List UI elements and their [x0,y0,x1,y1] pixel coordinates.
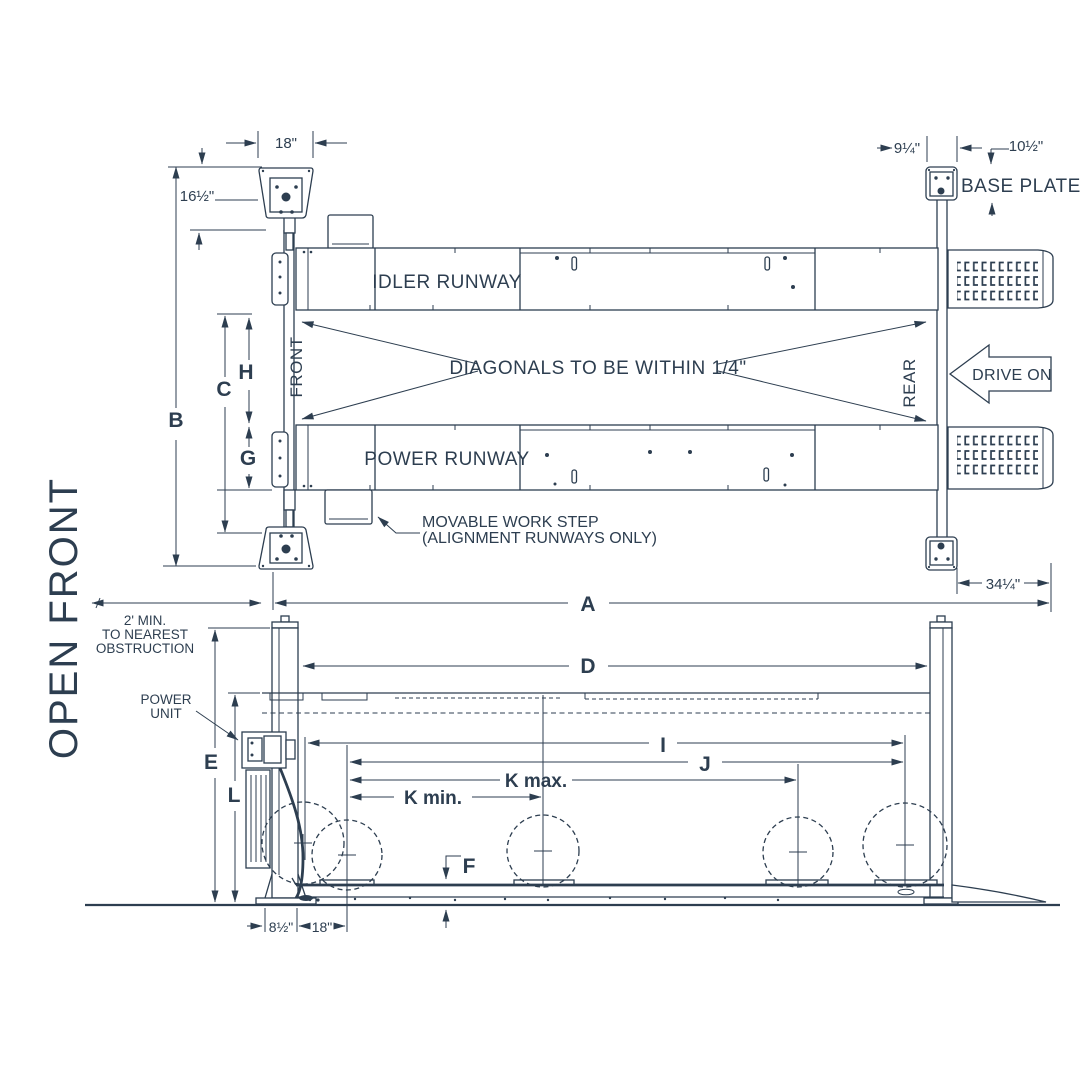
rear-ramp-top [947,249,1054,309]
power-work-step [324,489,373,525]
dim-front-column-depth: 16½" [180,148,215,250]
power-unit [241,731,320,902]
dim-B: B [168,166,184,567]
idler-runway-label: IDLER RUNWAY [372,272,522,293]
dim-rear-overhang: 34¼" [956,563,1052,612]
dim-D-label: D [580,655,595,678]
dim-A-label: A [580,593,595,616]
dim-K-max-label: K max. [505,771,567,792]
idler-runway-details [302,248,881,310]
power-unit-label-line1: POWER [140,692,191,707]
obstruction-note-line3: OBSTRUCTION [96,641,194,656]
dim-J: J [349,753,904,776]
hydraulic-hose [278,767,305,899]
dim-L: L [228,694,241,903]
base-plate-label: BASE PLATE [961,176,1081,197]
power-runway: POWER RUNWAY [295,424,939,525]
front-label: FRONT [287,336,306,397]
power-unit-callout: POWER UNIT [140,692,239,741]
dim-C: C [216,315,232,533]
diagonals-callout: DIAGONALS TO BE WITHIN 1/4" [301,320,927,422]
dim-J-label: J [699,753,711,776]
dim-K-min: K min. [349,788,542,809]
dim-K-min-label: K min. [404,788,462,809]
vehicle-wheels [261,801,948,891]
runway-lowered-deck [291,877,944,898]
dim-E-label: E [204,751,218,774]
elevation-view: 2' MIN. TO NEAREST OBSTRUCTION [85,597,1060,935]
front-base-plate-top [258,167,314,219]
dim-F: F [442,855,476,928]
dim-I-label: I [660,734,666,757]
front-base-plate-bottom [258,526,314,570]
dim-H-label: H [238,361,253,384]
dim-F-label: F [463,855,476,878]
diagonals-note: DIAGONALS TO BE WITHIN 1/4" [449,358,746,379]
dim-E: E [204,629,219,903]
rear-approach-ramp [951,884,1047,903]
dim-K-max: K max. [349,771,797,792]
work-step-note: MOVABLE WORK STEP (ALIGNMENT RUNWAYS ONL… [377,514,657,547]
power-runway-details [302,425,881,490]
dim-base-offset-label: 8½" [269,919,293,935]
power-unit-label-line2: UNIT [150,706,182,721]
idler-runway: IDLER RUNWAY [295,214,939,311]
rear-base-plate-top [925,166,958,201]
work-step-note-line1: MOVABLE WORK STEP [422,514,599,531]
drive-on-label: DRIVE ON [972,367,1052,384]
rear-label: REAR [900,358,919,407]
dim-wheel-offset-label: 18" [312,919,333,935]
dim-G: G [240,426,256,489]
rear-column-elevation [923,615,1047,905]
dim-D: D [302,655,928,678]
drive-on-arrow: DRIVE ON [948,343,1052,405]
dim-base-offsets: 8½" 18" [247,919,346,935]
power-runway-label: POWER RUNWAY [364,449,529,470]
dim-G-label: G [240,447,256,470]
dim-front-column-width-label: 18" [275,135,297,152]
dim-A: A [272,572,1050,616]
dim-front-column-depth-label: 16½" [180,188,215,205]
dim-I: I [307,734,904,757]
elevation-extension-lines [208,627,906,932]
dim-front-clearance: 2' MIN. TO NEAREST OBSTRUCTION [91,597,262,656]
front-column-stubs [283,216,296,528]
plan-view: 18" 16½" B C H G [163,131,1081,616]
dim-rear-base-plate: 9¼" 10½" BASE PLATE [877,136,1081,216]
rear-ramp-bottom [947,426,1054,490]
dim-L-label: L [228,784,241,807]
dim-H: H [238,317,254,424]
dim-rear-overhang-label: 34¼" [986,576,1021,593]
floor-line [85,896,1060,907]
open-front-label: OPEN FRONT [42,477,86,759]
runway-raised-position [262,692,930,714]
rear-base-plate-bottom [925,536,958,571]
dim-front-column-width: 18" [226,135,347,152]
dim-C-label: C [216,378,231,401]
obstruction-note-line2: TO NEAREST [102,627,188,642]
front-crossmember-ends [271,252,289,488]
dim-rear-base-depth-label: 10½" [1009,138,1044,155]
obstruction-note-line1: 2' MIN. [124,613,166,628]
work-step-note-line2: (ALIGNMENT RUNWAYS ONLY) [422,530,657,547]
dim-rear-base-width-label: 9¼" [894,140,920,157]
dim-B-label: B [168,409,183,432]
